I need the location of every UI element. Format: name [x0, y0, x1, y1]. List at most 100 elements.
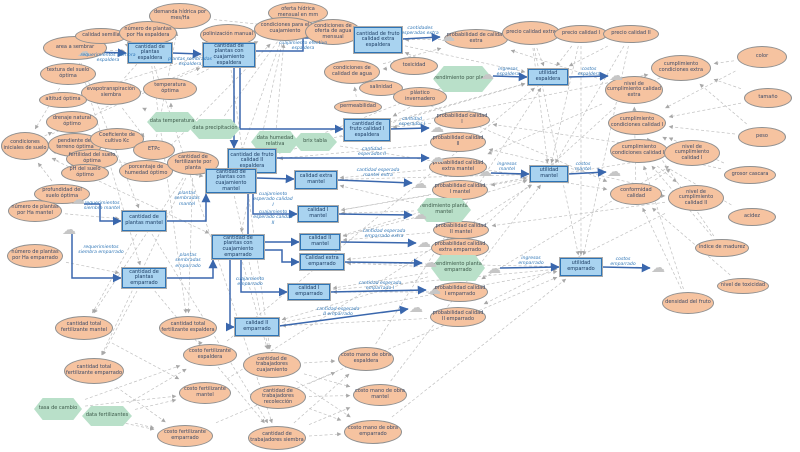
tasa-cambio[interactable]: tasa de cambio [34, 398, 82, 420]
edge-data-temperatura--evapotranspiracion[interactable] [142, 107, 147, 112]
cumpl-cond-ii[interactable]: cumplimiento condiciones calidad II [610, 139, 668, 163]
edge-evapotranspiracion--etpc[interactable] [122, 107, 145, 138]
stock-i-espaldera[interactable]: cantidad de fruto calidad I espaldera [344, 119, 390, 141]
costo-fert-emparrado[interactable]: costo fertilizante emparrado [157, 425, 213, 447]
edge-precio-extra--utilidad-emparrado[interactable] [533, 47, 580, 256]
cumpl-cond-extra[interactable]: cumplimiento condiciones extra [651, 55, 711, 81]
indice-madurez[interactable]: índice de madurez [695, 239, 749, 257]
rend-por-planta[interactable]: rendimiento por planta [433, 66, 493, 92]
trab-recoleccion[interactable]: cantidad de trabajadores recolección [250, 385, 306, 409]
edge-cond-cuajamiento--stock-cuaj-mantel[interactable] [235, 43, 281, 167]
edge-brix-tabla--cumpl-cond-extra[interactable] [339, 73, 649, 138]
edge-num-plantas-ha-mantel--stock-plantas-mantel[interactable] [64, 213, 120, 221]
source-sink-cloud-3-cloud-icon[interactable]: ☁ [62, 222, 76, 238]
edge-profundidad-suelo--cond-iniciales-suelo[interactable] [37, 162, 53, 182]
prob-i[interactable]: probabilidad calidad I [434, 111, 490, 129]
edge-trab-siembra--costo-mo-mantel[interactable] [308, 407, 351, 425]
stock-ii-emparrado[interactable]: calidad II emparrado [235, 318, 279, 336]
edge-rend-planta-mantel--stock-ii-mantel[interactable] [342, 217, 415, 238]
stock-ii-mantel[interactable]: calidad II mantel [300, 234, 340, 250]
edge-rend-por-planta--stock-extra-espaldera[interactable] [404, 52, 431, 65]
rend-planta-mantel[interactable]: rendimiento planta mantel [417, 198, 471, 222]
costo-fert-mantel[interactable]: costo fertilizante mantel [179, 382, 231, 404]
profundidad-suelo[interactable]: profundidad del suelo óptima [34, 184, 90, 204]
rend-planta-emparrado[interactable]: rendimiento planta emparrado [431, 255, 485, 281]
edge-trab-recoleccion--costo-mo-espaldera[interactable] [308, 371, 336, 384]
edge-prob-ii--stock-ii-espaldera[interactable] [278, 144, 428, 161]
flow-pipe-25[interactable] [240, 259, 288, 297]
edge-num-plantas-ha-emparrado--stock-plantas-emparrado[interactable] [65, 261, 120, 275]
edge-data-humedad--cond-cuajamiento[interactable] [275, 43, 286, 129]
stock-extra-mantel[interactable]: calidad extra mantel [295, 171, 337, 189]
cond-cuajamiento[interactable]: condiciones para el cuajamiento [254, 17, 316, 41]
edge-drenaje-natural--cond-iniciales-suelo[interactable] [44, 131, 53, 137]
source-sink-cloud-11-cloud-icon[interactable]: ☁ [430, 120, 444, 136]
edge-tasa-cambio--costo-fert-espaldera[interactable] [84, 364, 181, 400]
prob-calidad-extra[interactable]: probabilidad de calidad extra [444, 29, 508, 49]
edge-fert-total-espaldera--costo-fert-espaldera[interactable] [198, 340, 203, 346]
edge-stock-plantas-mantel--fert-total-mantel[interactable] [92, 233, 138, 314]
edge-densidad-fruto--conformidad-calidad[interactable] [642, 207, 682, 290]
flow-pipe-28[interactable] [329, 285, 427, 295]
costo-mo-emparrado[interactable]: costo mano de obra emparrado [344, 420, 402, 444]
edge-precio-i--utilidad-mantel[interactable] [550, 45, 579, 164]
edge-data-precipitacion--oferta-hidrica[interactable] [224, 26, 289, 117]
edge-cumpl-cond-i--nivel-cumpl-i[interactable] [662, 136, 668, 141]
edge-permeabilidad--cond-calidad-agua[interactable] [353, 86, 358, 98]
edge-trab-siembra--costo-mo-espaldera[interactable] [293, 373, 350, 424]
edge-precio-ii--utilidad-emparrado[interactable] [582, 45, 629, 256]
source-sink-cloud-17-cloud-icon[interactable]: ☁ [427, 282, 441, 298]
flow-pipe-23[interactable] [166, 259, 218, 279]
demanda-hidrica[interactable]: demanda hídrica por mes/Ha [149, 3, 211, 29]
stock-plantas-mantel[interactable]: cantidad de plantas mantel [122, 211, 166, 231]
edge-peso--cumpl-cond-extra[interactable] [699, 83, 747, 125]
source-sink-cloud-16-cloud-icon[interactable]: ☁ [423, 255, 437, 271]
edge-rend-planta-emparrado--stock-ii-emparrado[interactable] [281, 276, 429, 321]
num-plantas-ha-emparrado[interactable]: número de plantas por Ha emparrado [7, 244, 63, 268]
stock-cuaj-espaldera[interactable]: cantidad de plantas con cuajamiento espa… [203, 43, 255, 67]
source-sink-cloud-2-cloud-icon[interactable]: ☁ [71, 192, 85, 208]
edge-costo-mo-emparrado--utilidad-emparrado[interactable] [391, 278, 567, 418]
flow-pipe-29[interactable] [278, 305, 409, 327]
flow-pipe-14[interactable] [84, 203, 122, 226]
edge-precio-extra--utilidad-mantel[interactable] [532, 47, 550, 164]
permeabilidad[interactable]: permeabilidad [334, 100, 382, 114]
edge-trab-cuajamiento--costo-mo-emparrado[interactable] [295, 380, 351, 418]
edge-trab-recoleccion--costo-mo-emparrado[interactable] [308, 408, 342, 421]
fert-total-espaldera[interactable]: cantidad total fertilizante espaldera [159, 316, 217, 340]
utilidad-espaldera[interactable]: utilidad espaldera [528, 69, 568, 85]
edge-peso--cumpl-cond-i[interactable] [668, 124, 736, 135]
tamano[interactable]: tamaño [744, 88, 792, 108]
data-precipitacion[interactable]: data precipitación [190, 119, 240, 139]
pct-humedad[interactable]: porcentaje de humedad óptimo [119, 160, 173, 182]
utilidad-emparrado[interactable]: utilidad emparrado [560, 258, 602, 276]
fert-total-mantel[interactable]: cantidad total fertilizante mantel [55, 316, 113, 340]
source-sink-cloud-4-cloud-icon[interactable]: ☁ [441, 29, 455, 45]
coef-cultivo-kc[interactable]: Coeficiente de cultivo Kc [90, 128, 144, 150]
flow-pipe-5[interactable] [401, 32, 441, 42]
flow-pipe-3[interactable] [239, 67, 344, 134]
prob-i-emparrado[interactable]: probabilidad calidad I emparrado [432, 282, 488, 302]
edge-tamano--cumpl-cond-extra[interactable] [713, 78, 742, 90]
grosor-cascara[interactable]: grosor cascara [724, 166, 776, 184]
conformidad-calidad[interactable]: conformidad calidad [610, 183, 662, 205]
nivel-toxicidad[interactable]: nivel de toxicidad [717, 278, 769, 294]
source-sink-cloud-12-cloud-icon[interactable]: ☁ [430, 150, 444, 166]
edge-trab-recoleccion--costo-mo-mantel[interactable] [308, 393, 351, 398]
edge-prob-i-mantel--stock-i-mantel[interactable] [340, 194, 430, 212]
stock-extra-emparrado[interactable]: Calidad extra emparrado [300, 254, 344, 270]
precio-extra[interactable]: precio calidad extra [502, 21, 560, 45]
source-sink-cloud-8-cloud-icon[interactable]: ☁ [607, 164, 621, 180]
edge-rend-planta-emparrado--stock-i-emparrado[interactable] [332, 272, 429, 290]
source-sink-cloud-18-cloud-icon[interactable]: ☁ [409, 300, 423, 316]
temperatura-optima[interactable]: temperatura óptima [143, 78, 197, 100]
edge-prob-extra-mantel--stock-extra-mantel[interactable] [339, 169, 427, 180]
source-sink-cloud-1-cloud-icon[interactable]: ☁ [77, 44, 91, 60]
source-sink-cloud-5-cloud-icon[interactable]: ☁ [480, 67, 494, 83]
source-sink-cloud-10-cloud-icon[interactable]: ☁ [651, 260, 665, 276]
source-sink-cloud-7-cloud-icon[interactable]: ☁ [478, 164, 492, 180]
edge-prob-ii-emparrado--stock-ii-emparrado[interactable] [281, 318, 428, 328]
flow-pipe-9[interactable] [567, 71, 609, 81]
drenaje-natural[interactable]: drenaje natural óptimo [46, 111, 98, 133]
trab-siembra[interactable]: cantidad de trabajadores siembra [248, 426, 306, 450]
